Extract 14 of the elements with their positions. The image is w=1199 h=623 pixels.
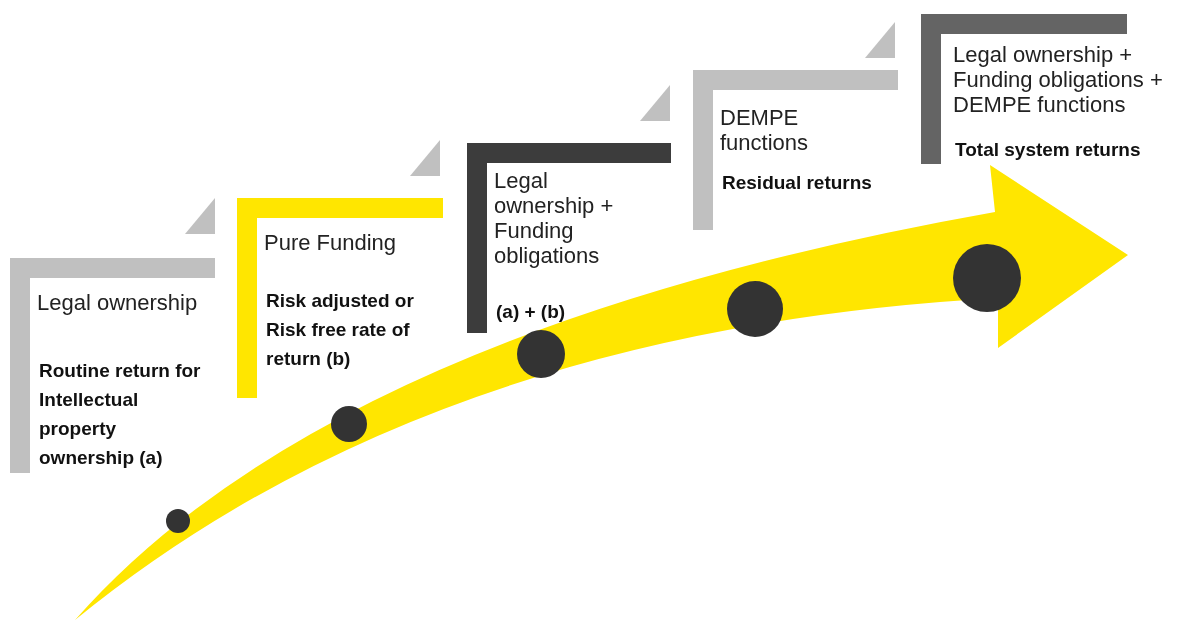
step-title: Legal ownership (37, 290, 199, 315)
step-return: Routine return for Intellectual property ownership (a) (39, 359, 202, 470)
step-title: Legal ownership + Funding obligations (494, 168, 615, 268)
step-return: Total system returns (955, 138, 1142, 162)
step-bracket (10, 258, 215, 473)
step-bracket (237, 198, 443, 398)
step-return: (a) + (b) (496, 300, 567, 324)
step-title: Legal ownership + Funding obligations + DEMPE functions (953, 42, 1164, 117)
step-title: DEMPE functions (720, 105, 810, 155)
step-return: Residual returns (722, 171, 872, 195)
step-title: Pure Funding (264, 230, 398, 255)
step-bracket (693, 70, 898, 230)
step-return: Risk adjusted or Risk free rate of return (b) (266, 289, 415, 371)
step-bracket (467, 143, 671, 333)
